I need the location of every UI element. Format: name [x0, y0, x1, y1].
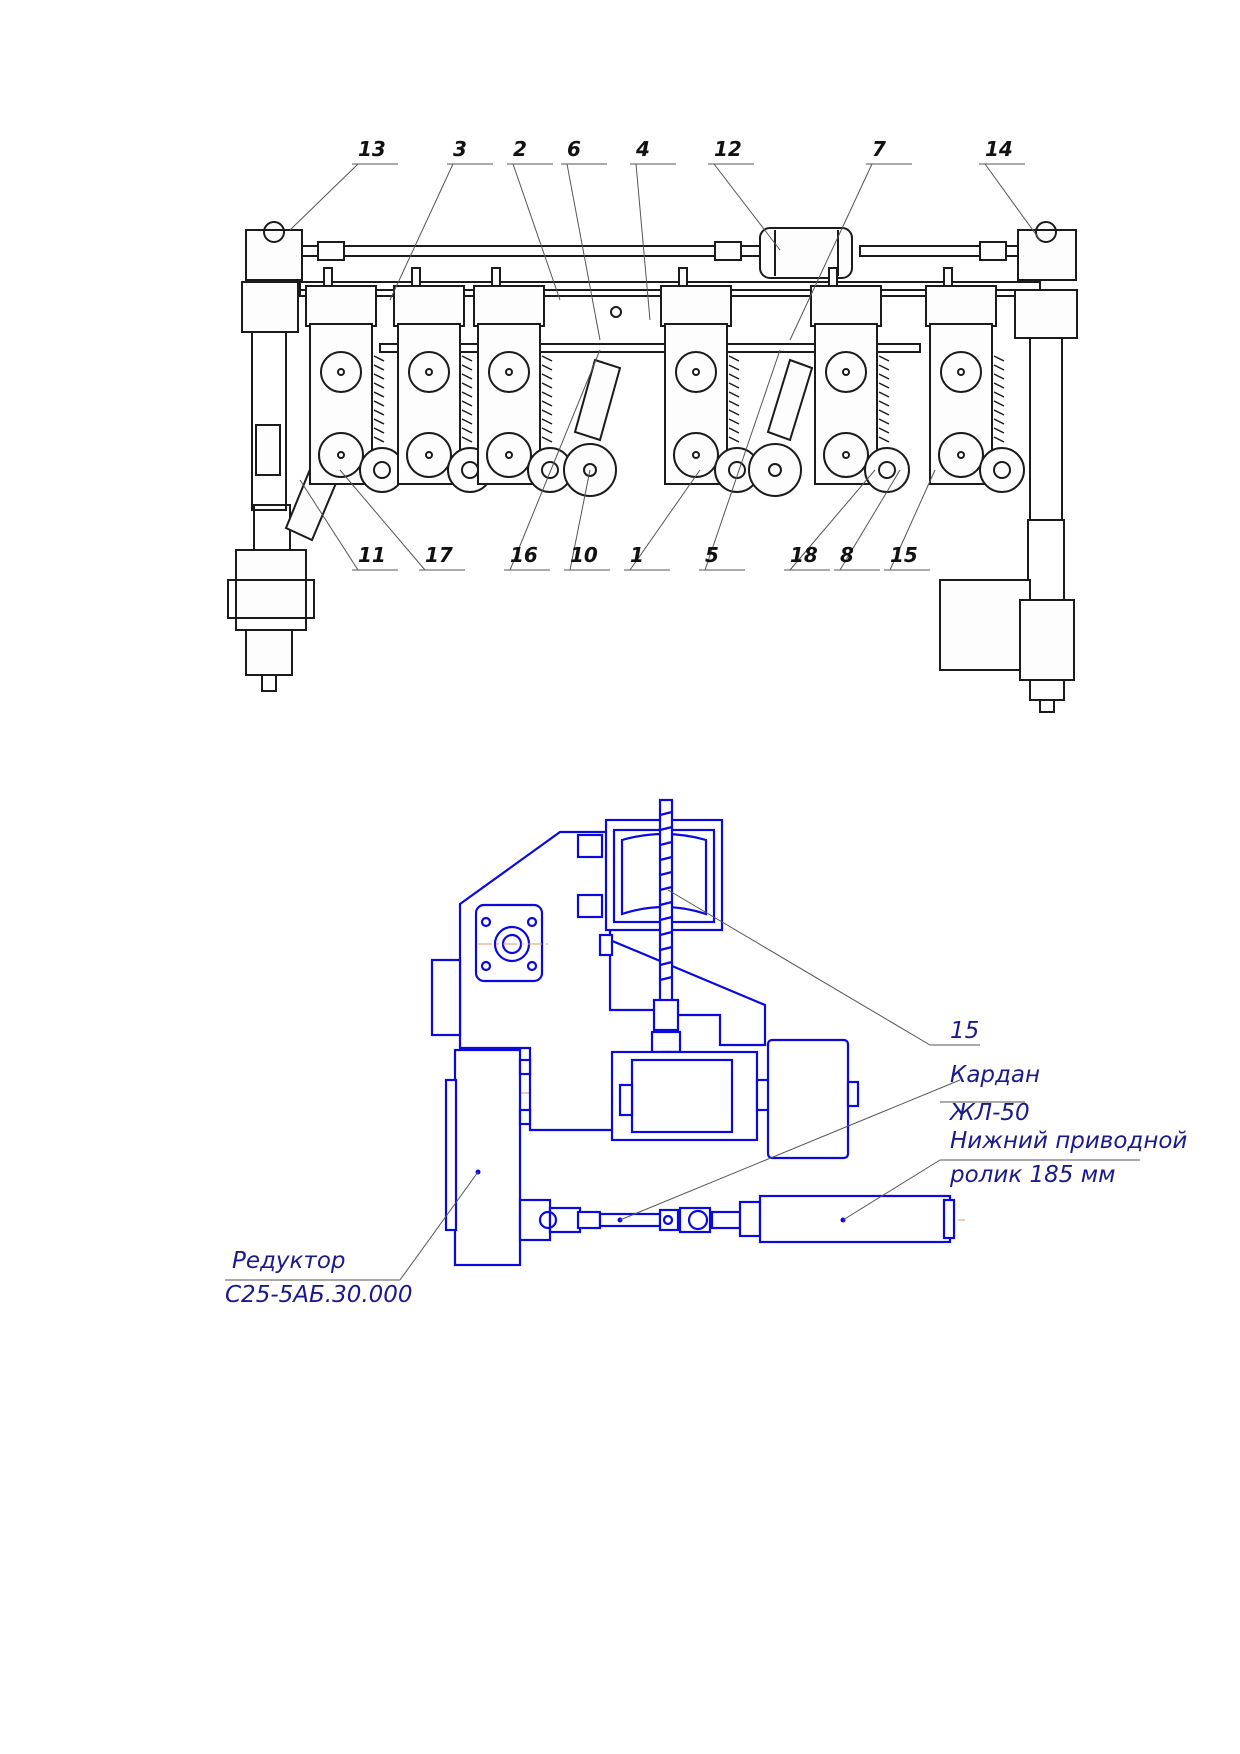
callout-leader [389, 163, 454, 301]
callout-number: 1 [630, 543, 644, 567]
spring [541, 355, 553, 443]
callout-leader [704, 349, 781, 571]
callout-leader [339, 469, 426, 571]
callout-leader [509, 349, 601, 571]
callout-number: 18 [790, 543, 818, 567]
gearbox-13 [245, 229, 303, 281]
label-roller-size: ролик 185 мм [949, 1162, 1115, 1188]
callout-number: 6 [567, 137, 581, 161]
cylinder-16 [573, 358, 622, 442]
leader-15 [667, 889, 931, 1046]
callout-number: 2 [513, 137, 527, 161]
lower-rod [379, 343, 921, 353]
spring [878, 355, 890, 443]
left-bearing-block [235, 549, 307, 631]
label-15: 15 [950, 1018, 979, 1044]
gearbox-14 [1017, 229, 1077, 281]
callout-number: 10 [570, 543, 598, 567]
left-column [251, 279, 287, 511]
spring [461, 355, 473, 443]
callout-number: 4 [635, 137, 650, 161]
callout-number: 14 [985, 137, 1013, 161]
callout-leader [629, 469, 701, 571]
leader-kardan [619, 1079, 961, 1221]
callout-number: 15 [890, 543, 918, 567]
callout-leader [889, 469, 936, 571]
roller-unit [660, 267, 760, 493]
callout-leader [512, 163, 561, 301]
roller-unit [810, 267, 910, 493]
callout-number: 12 [714, 137, 742, 161]
callout-leader [566, 163, 601, 341]
label-kardan-model: ЖЛ-50 [948, 1100, 1030, 1126]
roller-housing [610, 1038, 860, 1160]
roller-unit [925, 267, 1025, 493]
callout-leader [299, 479, 359, 571]
callout-leader [789, 469, 876, 571]
drive-roller [979, 447, 1025, 493]
cardan-shaft [538, 1206, 742, 1234]
roller-unit [305, 267, 405, 493]
leader-roller [842, 1159, 941, 1221]
callout-leader [984, 163, 1041, 241]
callout-leader [713, 163, 781, 251]
callout-number: 7 [872, 137, 886, 161]
clamp-block-15 [576, 798, 724, 1062]
callout-number: 8 [840, 543, 854, 567]
flange [474, 903, 544, 983]
callout-number: 5 [705, 543, 719, 567]
reducer-box [444, 1048, 552, 1267]
callout-leader [789, 163, 873, 341]
cylinder-18 [766, 358, 814, 442]
callout-leader [569, 469, 591, 571]
spring [728, 355, 740, 443]
label-reducer-code: С25-5АБ.30.000 [225, 1282, 413, 1308]
idler-roller-18 [748, 443, 802, 497]
motor-12 [759, 227, 853, 279]
upper-roller [766, 1038, 850, 1160]
callout-number: 13 [358, 137, 386, 161]
roller-unit [393, 267, 493, 493]
callout-number: 11 [358, 543, 386, 567]
roller-unit [473, 267, 573, 493]
callout-leader [839, 469, 901, 571]
label-reducer-name: Редуктор [232, 1248, 346, 1274]
callout-number: 3 [453, 137, 467, 161]
callout-number: 17 [425, 543, 453, 567]
callout-leader [635, 163, 651, 321]
label-roller-name: Нижний приводной [950, 1128, 1187, 1154]
spring [373, 355, 385, 443]
bottom-drive-roller [738, 1194, 956, 1244]
leader-reducer [399, 1171, 479, 1281]
spring [993, 355, 1005, 443]
callout-number: 16 [510, 543, 538, 567]
side-cover [430, 958, 462, 1037]
label-kardan-name: Кардан [950, 1062, 1040, 1088]
callout-leader [289, 163, 359, 231]
